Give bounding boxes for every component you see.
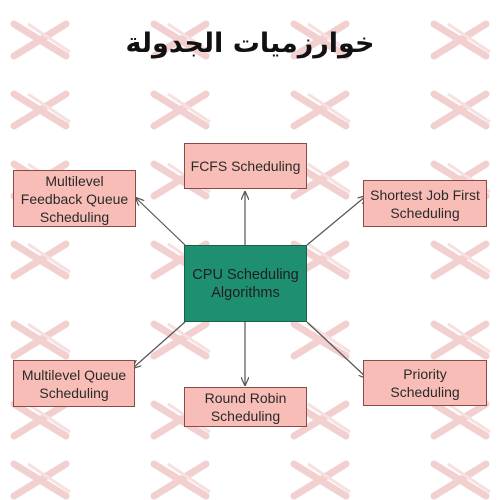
node-shortest-job-first: Shortest Job First Scheduling (363, 180, 487, 227)
center-node-cpu-scheduling: CPU Scheduling Algorithms (184, 245, 307, 322)
arrow-to-priority (306, 321, 367, 378)
arrow-to-sjf (306, 196, 366, 246)
node-multilevel-feedback-queue: Multilevel Feedback Queue Scheduling (13, 170, 136, 227)
node-priority: Priority Scheduling (363, 360, 487, 406)
node-round-robin: Round Robin Scheduling (184, 387, 307, 427)
node-multilevel-queue: Multilevel Queue Scheduling (13, 360, 135, 407)
arrow-to-multilevel-queue (133, 321, 186, 368)
diagram-title: خوارزميات الجدولة (125, 28, 375, 59)
arrow-to-multilevel-feedback (136, 198, 186, 246)
node-fcfs: FCFS Scheduling (184, 143, 307, 189)
